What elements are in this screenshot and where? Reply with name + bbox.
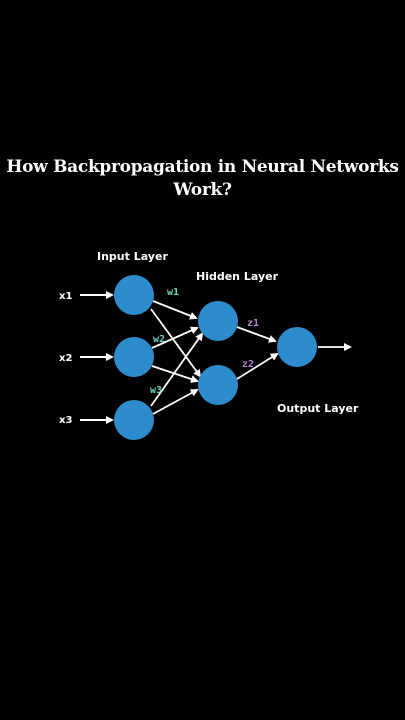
title-line-1: How Backpropagation in Neural Networks (6, 157, 399, 177)
edge-i1-h1 (152, 300, 198, 320)
input-label-x3: x3 (59, 415, 72, 426)
input-node-1 (114, 275, 154, 315)
input-node-3 (114, 400, 154, 440)
weight-label-w1: w1 (167, 287, 179, 298)
edge-i1-h2 (150, 308, 202, 378)
edge-i3-h1 (150, 332, 204, 407)
edge-i3-h2 (152, 389, 199, 415)
input-layer-label: Input Layer (97, 250, 168, 263)
input-label-x1: x1 (59, 291, 72, 302)
edge-i2-h1 (151, 326, 199, 349)
output-node (277, 327, 317, 367)
diagram-title: How Backpropagation in Neural Networks W… (0, 156, 405, 202)
edge-h2-o (236, 352, 279, 380)
input-node-2 (114, 337, 154, 377)
hidden-output-label-z1: z1 (247, 318, 259, 329)
weight-label-w2: w2 (153, 334, 165, 345)
hidden-node-2 (198, 365, 238, 405)
output-layer-label: Output Layer (277, 402, 359, 415)
hidden-layer-label: Hidden Layer (196, 270, 279, 283)
weight-label-w3: w3 (150, 385, 162, 396)
title-line-2: Work? (173, 180, 232, 200)
edge-h1-o (236, 326, 277, 343)
hidden-output-label-z2: z2 (242, 359, 254, 370)
input-label-x2: x2 (59, 353, 72, 364)
hidden-node-1 (198, 301, 238, 341)
